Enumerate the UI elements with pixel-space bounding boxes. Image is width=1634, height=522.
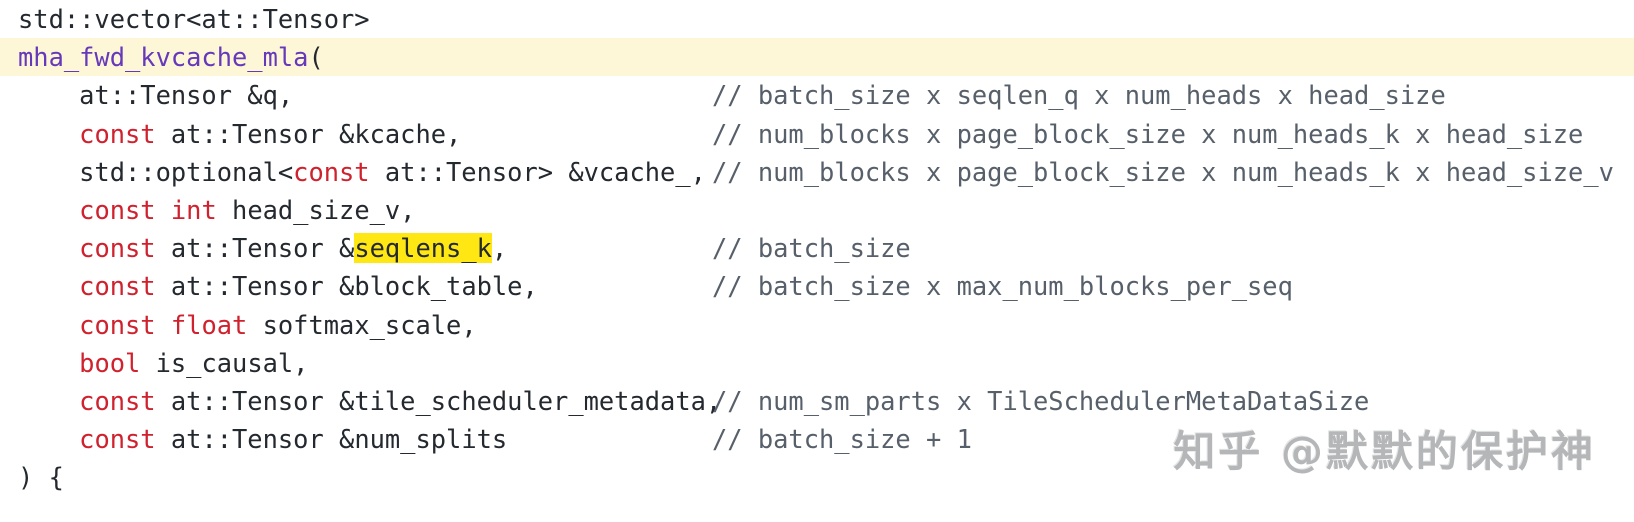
comment-text: // batch_size x seqlen_q x num_heads x h… <box>712 80 1446 111</box>
keyword-token: const <box>79 271 156 302</box>
code-text: head_size_v, <box>216 194 416 225</box>
code-text: at::Tensor &tile_scheduler_metadata, <box>155 385 722 416</box>
code-text <box>18 310 79 340</box>
code-text: ) { <box>18 462 64 493</box>
code-line: bool is_causal, <box>18 344 1634 382</box>
code-text: , <box>491 233 508 264</box>
code-text: at::Tensor & <box>155 233 355 264</box>
code-text <box>18 195 79 225</box>
keyword-token: const <box>79 385 156 416</box>
keyword-token: const <box>79 424 156 455</box>
function-name-token: mha_fwd_kvcache_mla <box>18 42 309 73</box>
code-text <box>18 424 79 454</box>
code-text <box>18 119 79 149</box>
code-text: std::vector<at::Tensor> <box>18 4 370 34</box>
code-line: at::Tensor &q, // batch_size x seqlen_q x… <box>18 76 1634 114</box>
comment-text: // batch_size + 1 <box>712 424 972 455</box>
search-match-highlight: seqlens_k <box>354 233 492 264</box>
code-line: std::optional<const at::Tensor> &vcache_… <box>18 153 1634 191</box>
keyword-token: float <box>170 309 248 340</box>
keyword-token: const <box>79 309 156 340</box>
keyword-token: bool <box>79 347 141 378</box>
code-line: const float softmax_scale, <box>18 306 1634 344</box>
keyword-token: const <box>79 118 156 149</box>
keyword-token: int <box>170 194 217 225</box>
comment-text: // batch_size <box>712 233 911 264</box>
comment-text: // num_sm_parts x TileSchedulerMetaDataS… <box>712 385 1370 416</box>
comment-text: // num_blocks x page_block_size x num_he… <box>712 156 1614 187</box>
code-text: is_causal, <box>140 347 309 378</box>
code-line: const at::Tensor &block_table, // batch_s… <box>18 267 1634 305</box>
keyword-token: const <box>79 233 156 264</box>
code-line: const at::Tensor &kcache, // num_blocks x… <box>18 115 1634 153</box>
code-text <box>18 348 79 378</box>
keyword-token: const <box>79 194 156 225</box>
code-line: std::vector<at::Tensor> <box>18 0 1634 38</box>
code-text <box>156 310 171 340</box>
code-text: at::Tensor> &vcache_, <box>369 156 706 187</box>
code-line: ) { <box>18 458 1634 496</box>
code-text <box>18 271 79 301</box>
code-text: at::Tensor &q, <box>18 80 294 111</box>
code-text: std::optional< <box>18 156 294 187</box>
code-line: const at::Tensor &seqlens_k, // batch_siz… <box>18 229 1634 267</box>
code-text: at::Tensor &kcache, <box>155 118 462 149</box>
code-text <box>18 386 79 416</box>
code-text: softmax_scale, <box>247 309 477 340</box>
comment-text: // batch_size x max_num_blocks_per_seq <box>712 271 1293 302</box>
code-line-highlighted: mha_fwd_kvcache_mla( <box>0 38 1634 77</box>
code-text: at::Tensor &block_table, <box>155 271 538 302</box>
code-line: const at::Tensor &tile_scheduler_metadat… <box>18 382 1634 420</box>
keyword-token: const <box>293 156 370 187</box>
code-text: ( <box>308 42 324 73</box>
comment-text: // num_blocks x page_block_size x num_he… <box>712 118 1584 149</box>
code-block: std::vector<at::Tensor>mha_fwd_kvcache_m… <box>0 0 1634 496</box>
code-line: const int head_size_v, <box>18 191 1634 229</box>
code-text <box>18 233 79 263</box>
code-text: at::Tensor &num_splits <box>155 424 508 455</box>
code-line: const at::Tensor &num_splits // batch_siz… <box>18 420 1634 458</box>
zhihu-watermark: 知乎 @默默的保护神 <box>1173 427 1596 476</box>
code-text <box>156 195 171 225</box>
